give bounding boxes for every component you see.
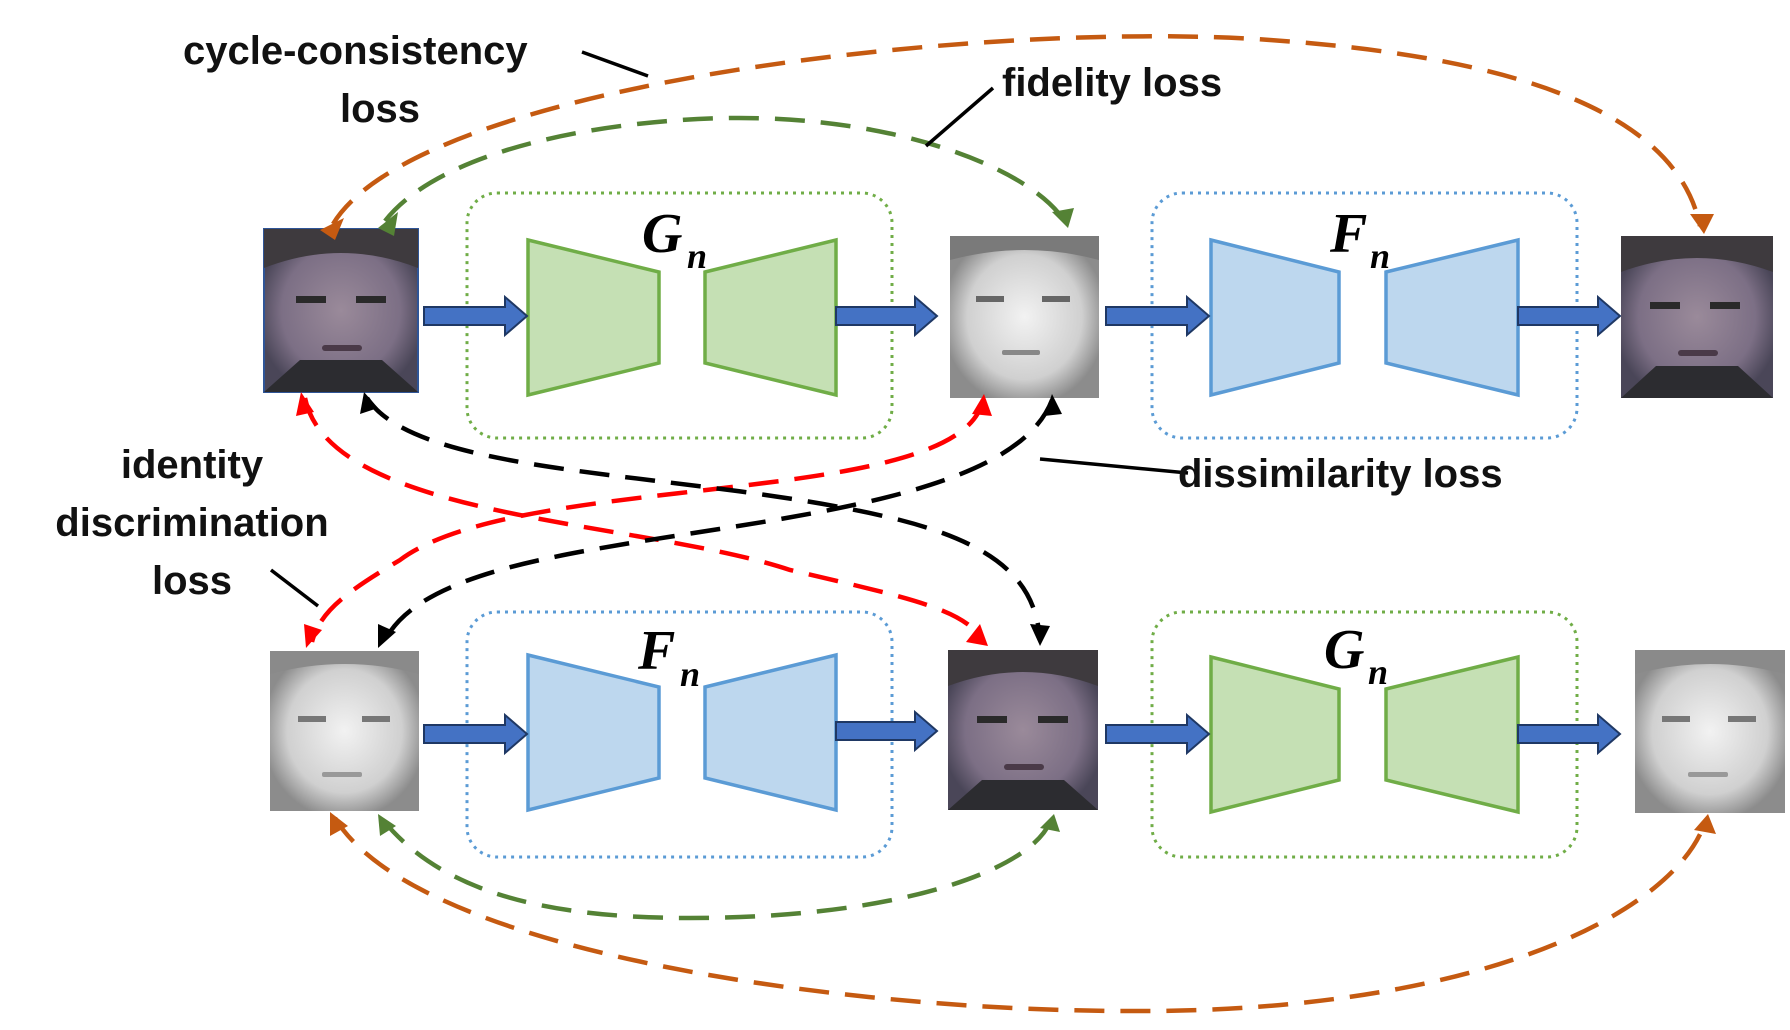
arrowhead-cycle-bottom-left <box>330 812 348 836</box>
cycle-consistency-label-line2: loss <box>340 87 420 131</box>
dissimilarity-loss-curve-a <box>365 396 1043 639</box>
arrowhead-identity-top-middle <box>972 394 992 416</box>
face-gray-input-bottom <box>270 651 419 811</box>
flow-arrow <box>1105 712 1211 756</box>
bottom-f-decoder <box>703 652 838 813</box>
arrowhead-dissim-top-middle <box>1044 394 1062 416</box>
arrowhead-cycle-bottom-right <box>1694 814 1716 834</box>
top-g-encoder <box>526 237 661 398</box>
identity-label-line1: identity <box>121 443 264 487</box>
top-g-decoder <box>703 237 838 398</box>
arrowhead-identity-bottom-middle <box>966 624 988 646</box>
flow-arrow <box>423 712 529 756</box>
arrowhead-cycle-top-left <box>320 218 344 240</box>
bottom-g-decoder <box>1384 654 1520 815</box>
face-gray-generated-top <box>950 236 1099 398</box>
fidelity-loss-curve-top <box>383 115 1065 223</box>
bottom-g-encoder <box>1209 654 1341 815</box>
arrowhead-identity-top-left <box>296 392 314 416</box>
arrowhead-cycle-top-right <box>1690 214 1714 234</box>
dissimilarity-label-leader <box>1039 457 1189 475</box>
arrowhead-identity-bottom-left <box>304 624 322 648</box>
face-rgb-generated-bottom <box>948 650 1098 810</box>
arrowhead-dissim-bottom-left <box>378 624 396 648</box>
face-rgb-input-top <box>263 228 419 393</box>
fidelity-loss-label: fidelity loss <box>1002 61 1222 105</box>
arrowhead-fidelity-bottom-right <box>1040 814 1060 832</box>
flow-arrow <box>835 709 939 753</box>
dissimilarity-loss-curve-b <box>381 399 1055 644</box>
flow-arrow <box>1517 712 1622 756</box>
arrowhead-dissim-bottom-middle <box>1030 624 1050 646</box>
top-f-encoder <box>1209 237 1341 398</box>
cycle-loss-curve-bottom <box>333 816 1708 1014</box>
flow-arrow <box>835 294 939 338</box>
flow-arrow <box>1105 294 1211 338</box>
identity-label-line3: loss <box>152 559 232 603</box>
bottom-f-encoder <box>526 652 661 813</box>
top-f-label: Fn <box>1329 203 1390 276</box>
arrowhead-fidelity-top-left <box>378 212 398 236</box>
cycle-label-leader <box>581 50 649 78</box>
loss-arrowheads <box>296 208 1716 836</box>
arrowhead-fidelity-bottom-left <box>378 814 396 836</box>
identity-label-leader <box>269 568 320 608</box>
face-gray-reconstructed-bottom <box>1635 650 1785 813</box>
flow-arrow <box>1517 294 1622 338</box>
arrowhead-fidelity-top-right <box>1052 208 1074 228</box>
dissimilarity-loss-label: dissimilarity loss <box>1178 452 1503 496</box>
cycle-loss-curve-top <box>331 34 1703 227</box>
arrowhead-dissim-top-left <box>360 392 378 414</box>
cycle-consistency-label-line1: cycle-consistency <box>183 29 528 73</box>
top-f-decoder <box>1384 237 1520 398</box>
identity-label-line2: discrimination <box>55 501 328 545</box>
identity-loss-curve-b <box>309 399 986 643</box>
identity-loss-curve-a <box>302 397 984 640</box>
flow-arrows <box>423 294 1622 756</box>
fidelity-label-leader <box>924 86 995 148</box>
bottom-g-label: Gn <box>1324 619 1388 692</box>
face-rgb-reconstructed-top <box>1621 236 1773 398</box>
flow-arrow <box>423 294 529 338</box>
fidelity-loss-curve-bottom <box>381 818 1053 921</box>
